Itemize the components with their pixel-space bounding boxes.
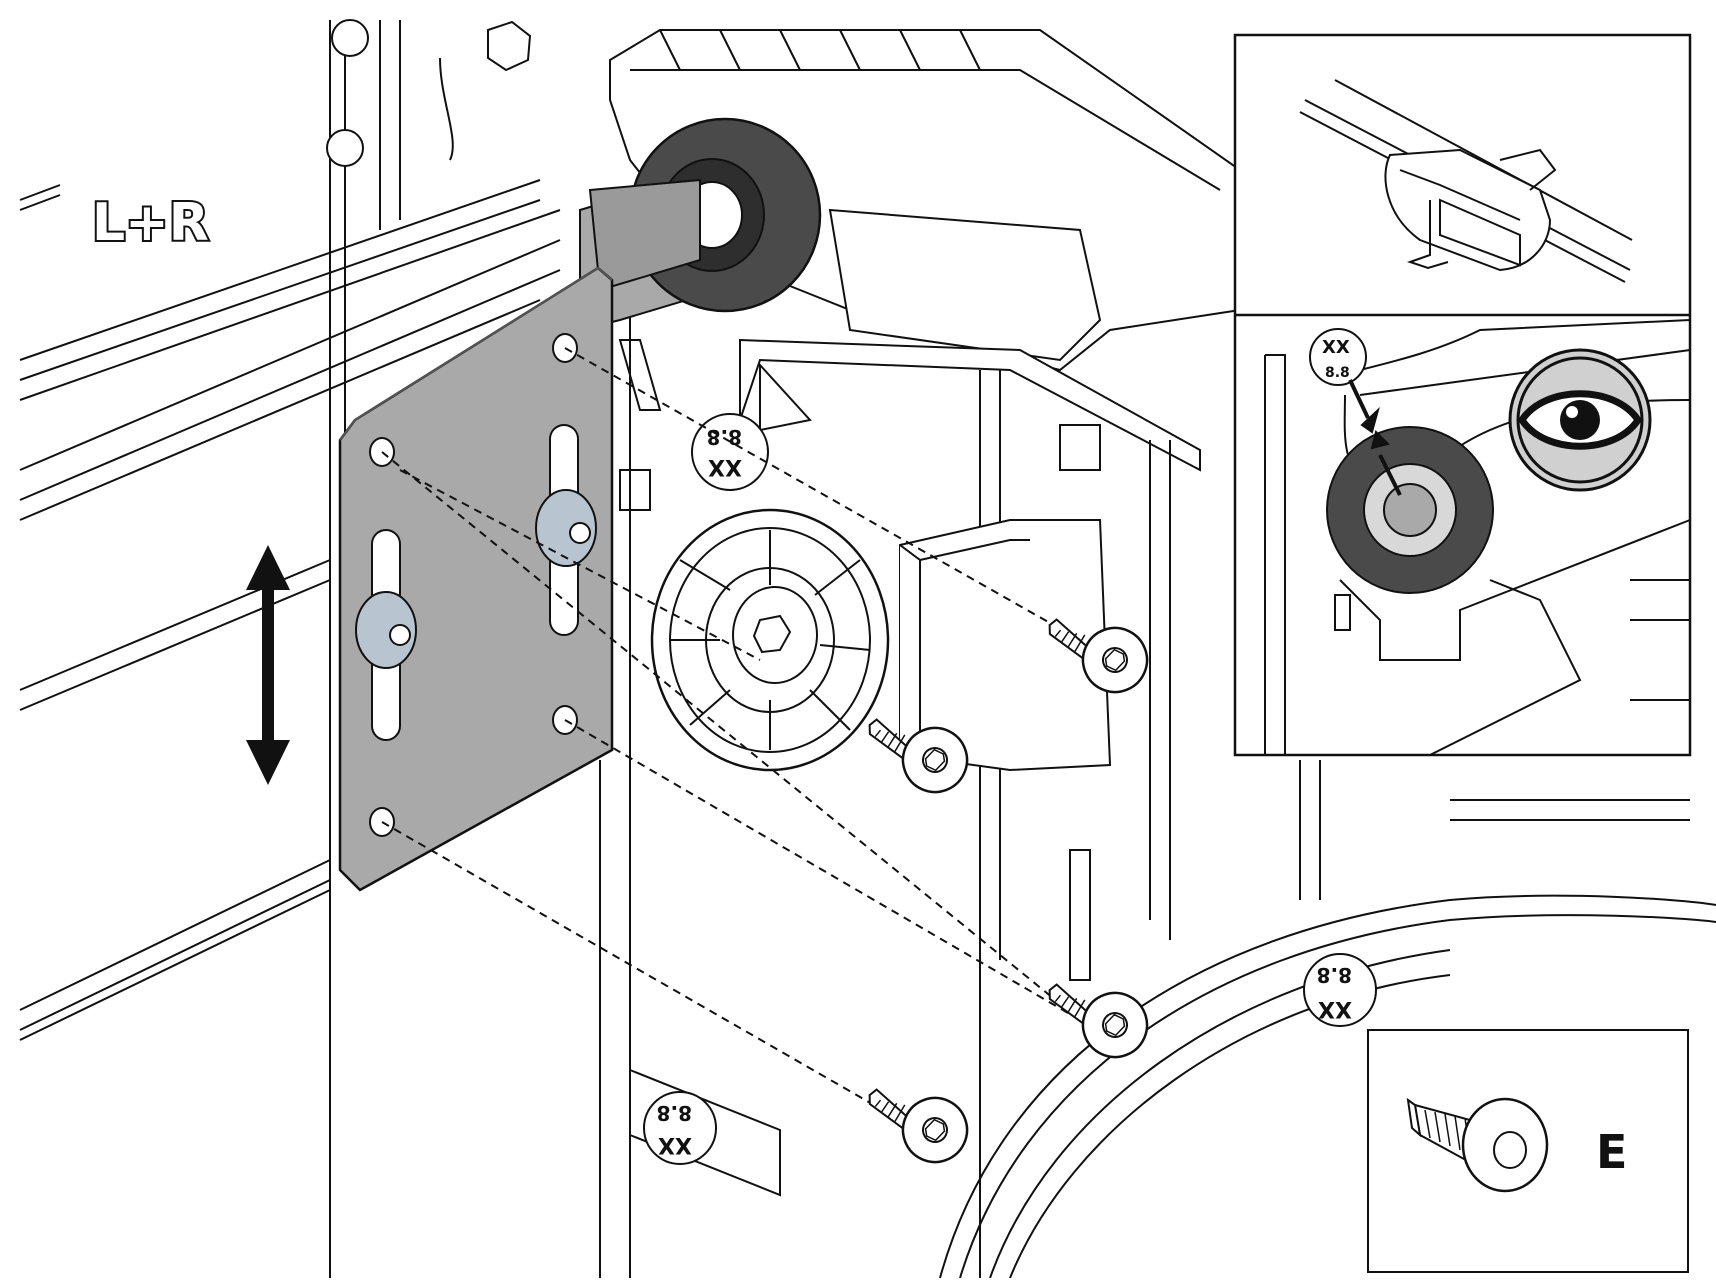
fastener-callout-box: E bbox=[1367, 1029, 1689, 1273]
inset-part-stamp: XX 8.8 bbox=[1309, 328, 1367, 386]
alignment-lines bbox=[381, 347, 1081, 1121]
inset-roller bbox=[1326, 426, 1494, 594]
rail-structure bbox=[19, 20, 601, 1278]
part-stamp-4: XX 8.8 bbox=[629, 1068, 781, 1197]
part-stamp-5-line1: XX bbox=[1318, 996, 1352, 1021]
inset-stamp-line1: XX bbox=[1322, 337, 1350, 358]
adjustment-plate bbox=[338, 266, 614, 892]
guide-wheel bbox=[650, 508, 890, 772]
part-stamp-5: XX 8.8 bbox=[1303, 953, 1377, 1027]
roller-shaft bbox=[579, 117, 822, 332]
eye-icon bbox=[1508, 348, 1652, 492]
screw bbox=[1041, 981, 1159, 1069]
part-stamp-4-line2: 8.8 bbox=[657, 1101, 692, 1125]
part-stamp-5-line2: 8.8 bbox=[1317, 963, 1352, 987]
side-label: L+R bbox=[92, 193, 209, 253]
background-panel bbox=[618, 290, 1690, 1278]
double-headed-vertical-arrow-icon bbox=[246, 545, 290, 785]
self-drilling-screw-icon bbox=[1406, 1097, 1549, 1193]
inset-overview-rail bbox=[1299, 79, 1633, 283]
inset-stamp-line2: 8.8 bbox=[1325, 365, 1350, 381]
background-bolts bbox=[326, 19, 532, 167]
inset-alignment-arrows bbox=[1348, 379, 1402, 496]
upper-bracket bbox=[609, 29, 1241, 472]
angle-bracket bbox=[899, 519, 1112, 772]
part-stamp-4-line1: XX bbox=[658, 1132, 692, 1157]
part-stamp-text-line1: XX bbox=[708, 454, 742, 479]
detail-inset: XX 8.8 bbox=[1233, 33, 1692, 757]
screw bbox=[861, 1086, 979, 1174]
fastener-callout-letter: E bbox=[1596, 1125, 1627, 1179]
side-label-background bbox=[80, 175, 260, 260]
